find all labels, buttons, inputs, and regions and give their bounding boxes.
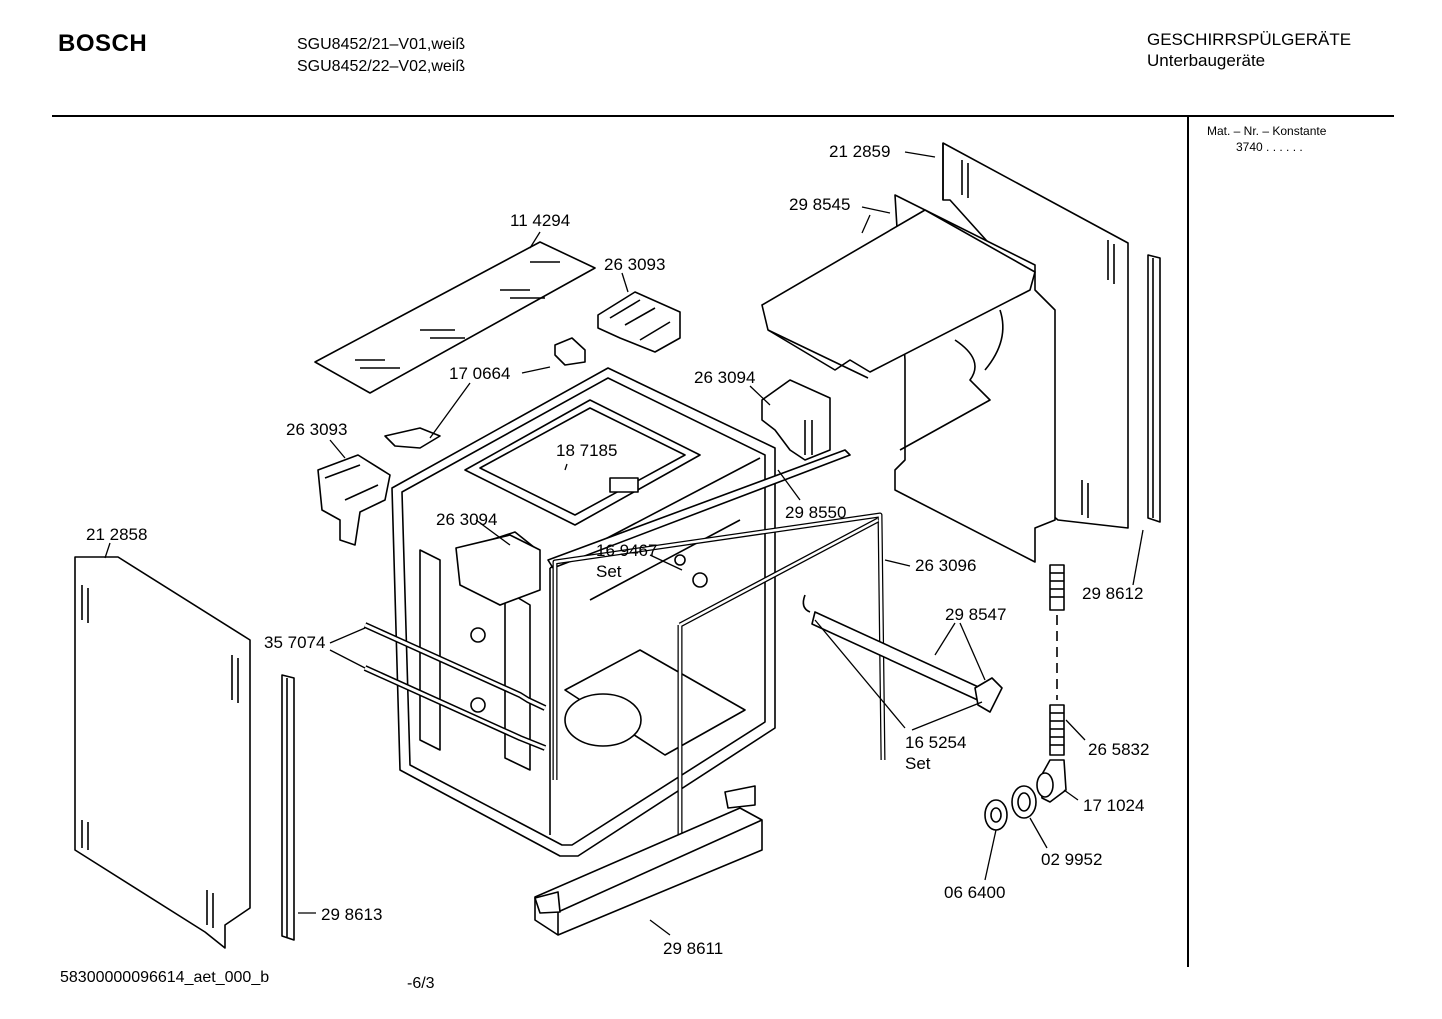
insulation-mat	[314, 241, 596, 394]
part-label-066400: 06 6400	[944, 883, 1006, 902]
part-label-357074: 35 7074	[264, 633, 326, 652]
part-label-263093-top: 26 3093	[604, 255, 666, 274]
category-title: GESCHIRRSPÜLGERÄTE	[1147, 30, 1352, 49]
part-label-212859: 21 2859	[829, 142, 891, 161]
part-label-165254: 16 5254	[905, 733, 967, 752]
model-number-2: SGU8452/22–V02,weiß	[297, 58, 466, 75]
drain-hose	[1049, 564, 1065, 756]
left-side-panel	[74, 556, 251, 949]
side-strip-left	[281, 674, 295, 941]
drain-nut	[984, 799, 1008, 831]
part-label-298545: 29 8545	[789, 195, 851, 214]
drain-elbow	[1036, 759, 1067, 803]
part-label-114294: 11 4294	[510, 211, 571, 230]
part-label-212858: 21 2858	[86, 525, 148, 544]
seal-ring	[1011, 785, 1037, 819]
hinge-clip-top	[597, 291, 681, 353]
bracket-upper	[554, 337, 586, 366]
dish-rails	[363, 622, 547, 751]
model-number-1: SGU8452/21–V01,weiß	[297, 36, 466, 53]
category-subtitle: Unterbaugeräte	[1147, 51, 1266, 70]
part-label-298547: 29 8547	[945, 605, 1007, 624]
page-number: -6/3	[407, 975, 435, 992]
brand-logo: BOSCH	[58, 30, 148, 57]
part-label-263094-middle: 26 3094	[436, 510, 498, 529]
part-label-169467: 16 9467	[596, 541, 658, 560]
part-label-set-1: Set	[596, 562, 622, 581]
part-label-298613: 29 8613	[321, 905, 383, 924]
door-gasket	[547, 449, 851, 569]
part-label-298612: 29 8612	[1082, 584, 1144, 603]
part-label-187185: 18 7185	[556, 441, 618, 460]
top-plate	[761, 209, 1036, 379]
part-label-298550: 29 8550	[785, 503, 847, 522]
part-label-029952: 02 9952	[1041, 850, 1103, 869]
document-code: 58300000096614_aet_000_b	[60, 969, 270, 986]
mat-nr-value: 3740 . . . . . .	[1236, 140, 1303, 154]
bracket-lower	[384, 427, 441, 449]
part-label-set-2: Set	[905, 754, 931, 773]
part-label-263096: 26 3096	[915, 556, 977, 575]
header-divider	[52, 115, 1394, 117]
hinge-block-middle	[455, 534, 541, 606]
leader-lines	[104, 151, 1144, 936]
base-plinth	[534, 785, 763, 936]
mat-nr-label: Mat. – Nr. – Konstante	[1207, 124, 1327, 138]
hinge-block-right	[761, 379, 831, 461]
part-label-171024: 17 1024	[1083, 796, 1145, 815]
part-label-265832: 26 5832	[1088, 740, 1150, 759]
part-label-298611: 29 8611	[663, 939, 724, 958]
part-label-170664: 17 0664	[449, 364, 511, 383]
part-label-263094-right: 26 3094	[694, 368, 756, 387]
hinge-clip-left	[317, 454, 391, 546]
sidebar-divider	[1187, 117, 1189, 967]
side-strip-right	[1147, 254, 1161, 523]
part-label-263093-left: 26 3093	[286, 420, 348, 439]
